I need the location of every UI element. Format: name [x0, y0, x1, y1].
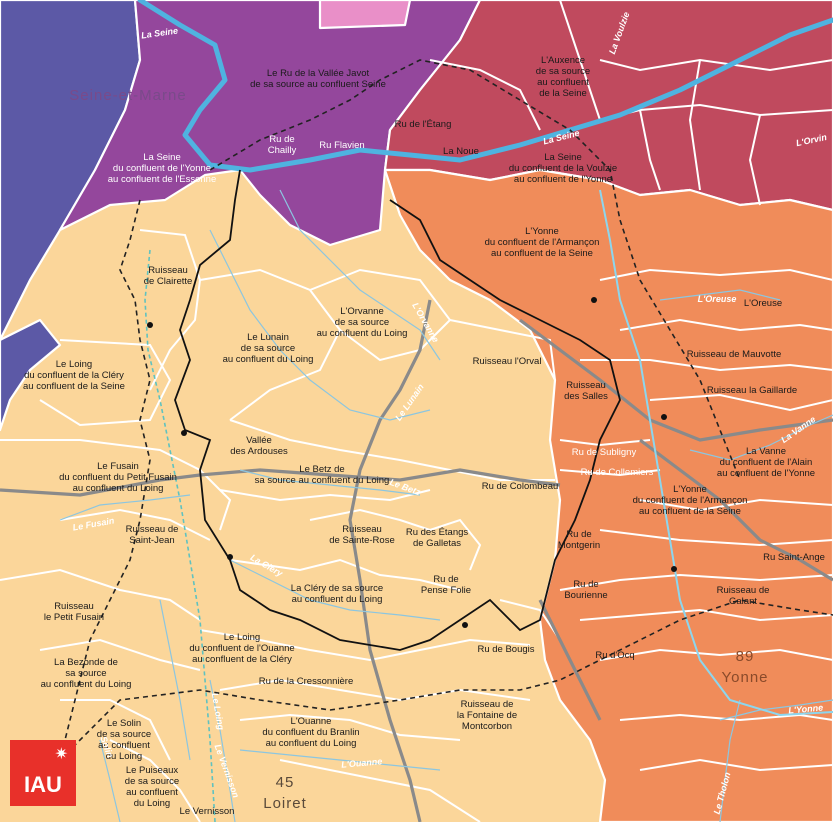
basin-blue-west-2 — [0, 318, 62, 432]
dept-label-yonne-num: 89 — [736, 648, 755, 665]
town-dot — [181, 430, 187, 436]
dept-label-loiret-num: 45 — [276, 774, 295, 791]
town-dot — [462, 622, 468, 628]
label-ru-etang: Ru de l'Étang — [395, 119, 452, 130]
logo-text: IAU — [24, 772, 62, 797]
star-icon: ✷ — [54, 744, 68, 763]
label-oreuse: L'Oreuse — [744, 298, 782, 309]
label-vernisson: Le Vernisson — [180, 806, 235, 817]
dept-border-west — [59, 199, 151, 761]
town-dot — [661, 414, 667, 420]
basin-outlines-east — [429, 0, 833, 772]
label-ruisseau-orval: Ruisseau l'Orval — [473, 356, 542, 367]
dept-label-yonne: Yonne — [722, 669, 769, 686]
river-seine-major — [137, 0, 833, 173]
label-la-noue: La Noue — [443, 146, 479, 157]
town-dot — [147, 322, 153, 328]
basin-pink — [318, 0, 412, 30]
label-ru-flavien: Ru Flavien — [319, 140, 364, 151]
town-dots — [147, 297, 677, 628]
label-ru-saint-ange: Ru Saint-Ange — [763, 552, 825, 563]
label-ru-collemiers: Ru de Collemiers — [581, 467, 654, 478]
town-dot — [591, 297, 597, 303]
river-label-oreuse: L'Oreuse — [698, 294, 737, 304]
label-ruisseau-mauvotte: Ruisseau de Mauvotte — [687, 349, 782, 360]
town-dot — [227, 554, 233, 560]
label-ru-bougis: Ru de Bougis — [477, 644, 534, 655]
basin-outlines — [0, 229, 561, 822]
label-ru-cressonniere: Ru de la Cressonnière — [259, 676, 354, 687]
region-border — [174, 169, 621, 651]
dept-label-seine-et-marne: Seine-et-Marne — [69, 87, 186, 104]
label-ru-docq: Ru d'Ocq — [595, 650, 634, 661]
town-dot — [671, 566, 677, 572]
label-ruisseau-gaillarde: Ruisseau la Gaillarde — [707, 385, 797, 396]
river-label-ouanne: L'Ouanne — [341, 756, 383, 770]
department-labels: Seine-et-Marne 45 Loiret 89 Yonne — [69, 87, 769, 812]
river-yonne-main — [599, 189, 833, 717]
dept-label-loiret: Loiret — [263, 795, 307, 812]
iau-logo: ✷ IAU — [10, 740, 76, 806]
river-loing-main — [144, 249, 216, 822]
river-label-yonne: L'Yonne — [788, 703, 824, 716]
label-ru-colombeau: Ru de Colombeau — [482, 481, 559, 492]
dept-border-south — [59, 599, 833, 761]
minor-rivers — [59, 189, 833, 822]
label-ru-subligny: Ru de Subligny — [572, 447, 637, 458]
